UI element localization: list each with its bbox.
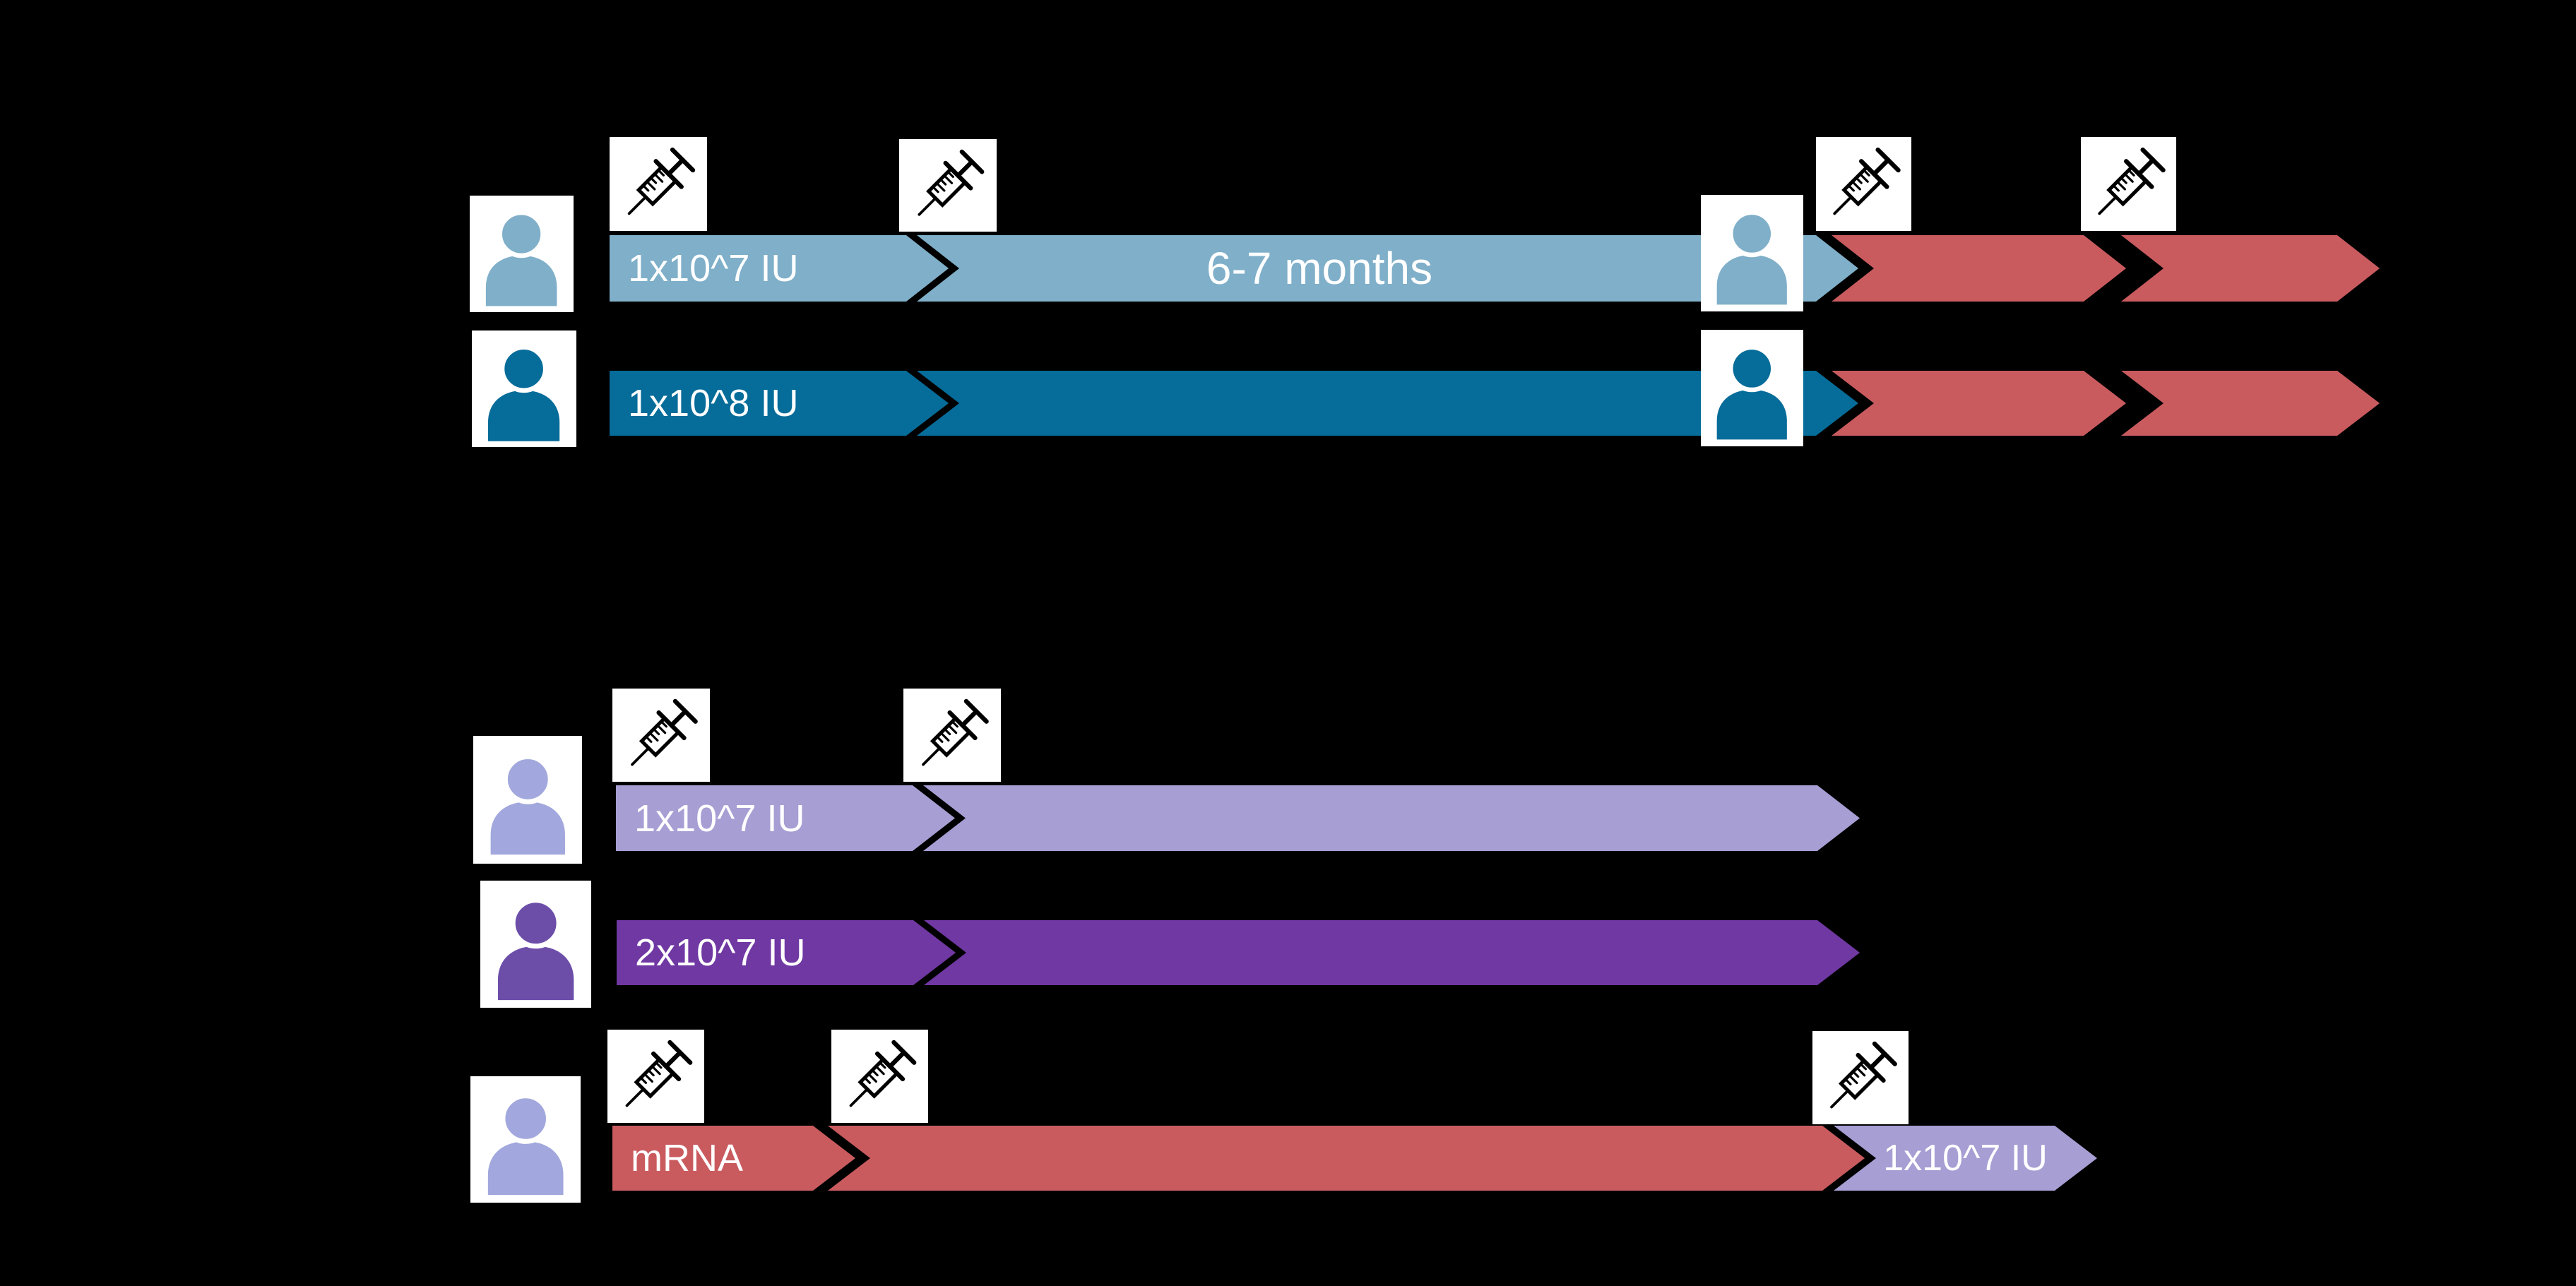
participant-icon-low-dose xyxy=(470,196,574,312)
dose-label: 2x10^7 IU xyxy=(635,931,806,974)
timeline-arrow-prime-low-dose: 1x10^7 IU xyxy=(610,235,949,302)
syringe-icon xyxy=(1812,1031,1909,1124)
timeline-arrow-boost2-low-dose xyxy=(2121,235,2380,302)
syringe-icon xyxy=(2081,137,2176,231)
participant-icon-high-dose xyxy=(472,331,576,447)
syringe-icon xyxy=(899,139,997,232)
boost-label: 1x10^7 IU xyxy=(1883,1138,2048,1179)
syringe-icon xyxy=(612,689,710,782)
prime-label: mRNA xyxy=(631,1137,743,1179)
timeline-arrow-boost1-low-dose xyxy=(1832,235,2126,302)
syringe-icon xyxy=(610,137,707,231)
syringe-icon xyxy=(903,689,1001,782)
participant-icon-low-dose-boost xyxy=(1701,195,1803,311)
timeline-arrow-boost-mrna: 1x10^7 IU xyxy=(1834,1126,2097,1191)
timeline-arrow-prime-lavender-arm: 1x10^7 IU xyxy=(616,785,955,851)
interval-label: 6-7 months xyxy=(1206,243,1433,294)
timeline-arrow-interval-mrna xyxy=(828,1126,1865,1191)
dose-label: 1x10^7 IU xyxy=(634,797,805,840)
timeline-arrow-boost1-high-dose xyxy=(1832,371,2126,436)
timeline-arrow-boost2-high-dose xyxy=(2121,371,2380,436)
syringe-icon xyxy=(1816,137,1911,231)
timeline-arrow-prime-purple-arm: 2x10^7 IU xyxy=(617,920,956,985)
timeline-arrow-prime-high-dose: 1x10^8 IU xyxy=(610,371,949,436)
syringe-icon xyxy=(607,1030,704,1123)
syringe-icon xyxy=(831,1030,928,1123)
dose-label: 1x10^7 IU xyxy=(628,247,799,290)
timeline-arrow-prime-mrna: mRNA xyxy=(612,1126,855,1191)
participant-icon-lavender-arm xyxy=(473,736,582,864)
timeline-arrow-followup-lavender-arm xyxy=(923,785,1860,851)
participant-icon-purple-arm xyxy=(480,881,591,1008)
timeline-arrow-followup-purple-arm xyxy=(924,920,1860,985)
participant-icon-mrna-arm xyxy=(470,1076,581,1203)
dose-label: 1x10^8 IU xyxy=(628,382,799,424)
participant-icon-high-dose-boost xyxy=(1701,330,1803,446)
